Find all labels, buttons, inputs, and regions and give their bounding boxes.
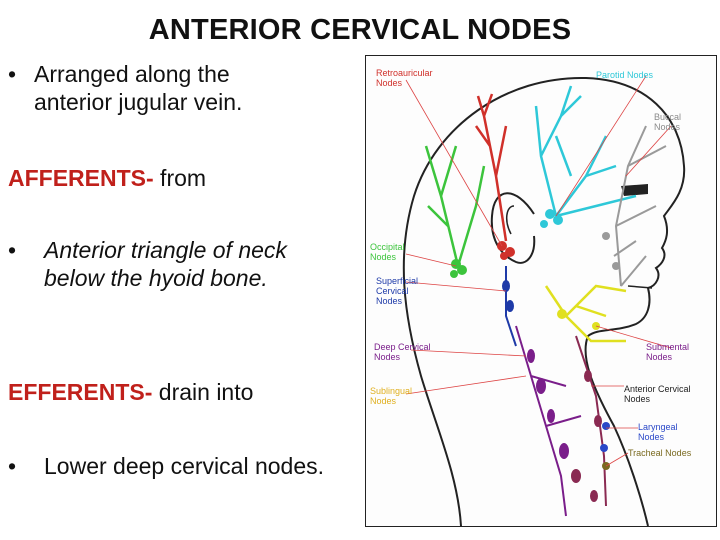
label-retroauricular-line2: Nodes bbox=[376, 78, 403, 88]
bullet-arranged-line2: anterior jugular vein. bbox=[34, 89, 243, 115]
bullet-anterior-triangle-line2: below the hyoid bone. bbox=[44, 265, 268, 291]
label-occipital-line1: Occipital bbox=[370, 242, 405, 252]
afferents-rest: from bbox=[153, 165, 207, 191]
label-deep-line2: Nodes bbox=[374, 352, 401, 362]
efferents-rest: drain into bbox=[152, 379, 254, 405]
head-neck-illustration bbox=[402, 75, 686, 526]
label-occipital-line2: Nodes bbox=[370, 252, 397, 262]
label-leader-lines bbox=[405, 75, 672, 467]
label-laryngeal-line2: Nodes bbox=[638, 432, 665, 442]
bullet-anterior-triangle-text: Anterior triangle of neck below the hyoi… bbox=[44, 236, 287, 292]
bullet-arranged-text: Arranged along the anterior jugular vein… bbox=[34, 60, 242, 116]
label-sublingual-line2: Nodes bbox=[370, 396, 397, 406]
label-submental: Submental Nodes bbox=[646, 342, 689, 362]
retroauricular-vessels bbox=[474, 93, 508, 242]
efferents-label: EFFERENTS- bbox=[8, 379, 153, 405]
bullet-anterior-triangle: • Anterior triangle of neck below the hy… bbox=[8, 236, 287, 292]
lymph-node-diagram: Retroauricular Nodes Parotid Nodes Bucca… bbox=[365, 55, 717, 527]
occipital-nodes bbox=[450, 259, 467, 278]
bullet-lower-deep: • Lower deep cervical nodes. bbox=[8, 452, 324, 480]
eye-shape bbox=[621, 184, 648, 196]
afferents-label: AFFERENTS- bbox=[8, 165, 154, 191]
label-buccal-line1: Buccal bbox=[654, 112, 682, 122]
label-retroauricular: Retroauricular Nodes bbox=[376, 68, 433, 88]
text-column: • Arranged along the anterior jugular ve… bbox=[8, 60, 324, 480]
label-laryngeal-line1: Laryngeal bbox=[638, 422, 678, 432]
bullet-lower-deep-text: Lower deep cervical nodes. bbox=[44, 453, 324, 479]
parotid-vessels bbox=[534, 85, 637, 218]
parotid-nodes bbox=[540, 209, 563, 228]
label-deep-cervical: Deep Cervical Nodes bbox=[374, 342, 431, 362]
bullet-arranged-line1: Arranged along the bbox=[34, 61, 230, 87]
label-submental-line1: Submental bbox=[646, 342, 690, 352]
label-buccal: Buccal Nodes bbox=[654, 112, 681, 132]
bullet-dot: • bbox=[8, 237, 17, 263]
slide-title: ANTERIOR CERVICAL NODES bbox=[148, 14, 572, 46]
label-buccal-line2: Nodes bbox=[654, 122, 681, 132]
label-retroauricular-line1: Retroauricular bbox=[376, 68, 433, 78]
label-sublingual-line1: Sublingual bbox=[370, 386, 413, 396]
label-laryngeal: Laryngeal Nodes bbox=[638, 422, 678, 442]
ear-inner bbox=[506, 205, 515, 235]
label-superficial-cervical: Superficial Cervical Nodes bbox=[376, 276, 418, 306]
anterior-cervical-nodes bbox=[571, 370, 602, 502]
label-superficial-line2: Cervical bbox=[376, 286, 409, 296]
deep-cervical-vessels bbox=[515, 325, 582, 517]
label-anterior-cervical: Anterior Cervical Nodes bbox=[624, 384, 691, 404]
label-anterior-line1: Anterior Cervical bbox=[624, 384, 691, 394]
label-deep-line1: Deep Cervical bbox=[374, 342, 431, 352]
buccal-nodes bbox=[602, 232, 620, 270]
retroauricular-nodes bbox=[497, 241, 515, 260]
mouth-line bbox=[627, 285, 653, 289]
occipital-vessels bbox=[424, 145, 486, 267]
bullet-dot: • bbox=[8, 453, 17, 479]
label-superficial-line3: Nodes bbox=[376, 296, 403, 306]
deep-cervical-nodes bbox=[527, 349, 569, 459]
label-superficial-line1: Superficial bbox=[376, 276, 419, 286]
ear-outline bbox=[490, 192, 536, 264]
label-parotid: Parotid Nodes bbox=[596, 70, 654, 80]
bullet-arranged: • Arranged along the anterior jugular ve… bbox=[8, 60, 242, 116]
label-sublingual: Sublingual Nodes bbox=[370, 386, 412, 406]
label-submental-line2: Nodes bbox=[646, 352, 673, 362]
afferents-heading: AFFERENTS- from bbox=[8, 164, 206, 192]
label-anterior-line2: Nodes bbox=[624, 394, 651, 404]
superficial-nodes bbox=[502, 280, 514, 312]
bullet-dot: • bbox=[8, 61, 17, 87]
efferents-heading: EFFERENTS- drain into bbox=[8, 378, 253, 406]
head-outline bbox=[402, 76, 686, 526]
label-tracheal: Tracheal Nodes bbox=[628, 448, 692, 458]
bullet-anterior-triangle-line1: Anterior triangle of neck bbox=[44, 237, 287, 263]
buccal-vessels bbox=[613, 125, 667, 287]
label-occipital: Occipital Nodes bbox=[370, 242, 405, 262]
submental-vessels bbox=[544, 284, 627, 343]
